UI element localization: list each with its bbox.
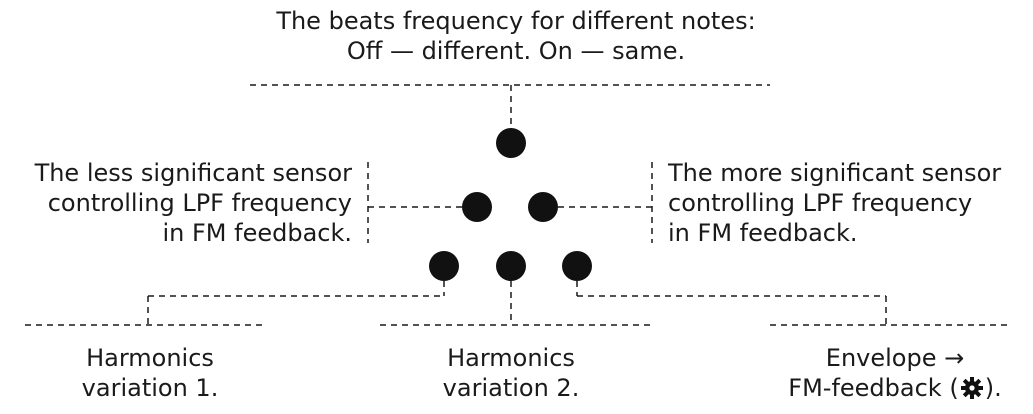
bottom-left-label-line2: variation 1. bbox=[81, 374, 219, 402]
top-label-line1: The beats frequency for different notes: bbox=[276, 7, 756, 35]
left-label: The less significant sensor controlling … bbox=[0, 158, 352, 248]
sensor-dot-middle-left bbox=[462, 192, 492, 222]
bottom-right-label-prefix: FM-feedback ( bbox=[788, 374, 959, 402]
right-label: The more significant sensor controlling … bbox=[668, 158, 1030, 248]
bottom-right-label-line1: Envelope → bbox=[825, 344, 965, 372]
bottom-center-label: Harmonics variation 2. bbox=[401, 343, 621, 403]
bottom-left-label-line1: Harmonics bbox=[86, 344, 214, 372]
bottom-right-label-suffix: ). bbox=[984, 374, 1002, 402]
top-label-line2: Off — different. On — same. bbox=[346, 37, 686, 65]
left-label-line1: The less significant sensor bbox=[34, 159, 352, 187]
bottom-right-label: Envelope → FM-feedback ( ). bbox=[760, 343, 1030, 403]
sensor-dot-bottom-center bbox=[496, 251, 526, 281]
right-label-line2: controlling LPF frequency bbox=[668, 189, 973, 217]
top-label: The beats frequency for different notes:… bbox=[216, 6, 816, 66]
left-label-line3: in FM feedback. bbox=[162, 219, 352, 247]
left-label-line2: controlling LPF frequency bbox=[47, 189, 352, 217]
sensor-dot-bottom-left bbox=[429, 251, 459, 281]
sensor-dot-bottom-right bbox=[562, 251, 592, 281]
bottom-left-label: Harmonics variation 1. bbox=[40, 343, 260, 403]
right-label-line1: The more significant sensor bbox=[668, 159, 1002, 187]
right-label-line3: in FM feedback. bbox=[668, 219, 858, 247]
bottom-center-label-line1: Harmonics bbox=[447, 344, 575, 372]
sensor-dot-top bbox=[496, 128, 526, 158]
gear-sun-icon bbox=[959, 376, 985, 400]
bottom-center-label-line2: variation 2. bbox=[442, 374, 580, 402]
bottom-right-label-line2: FM-feedback ( ). bbox=[760, 373, 1030, 403]
sensor-dot-middle-right bbox=[528, 192, 558, 222]
